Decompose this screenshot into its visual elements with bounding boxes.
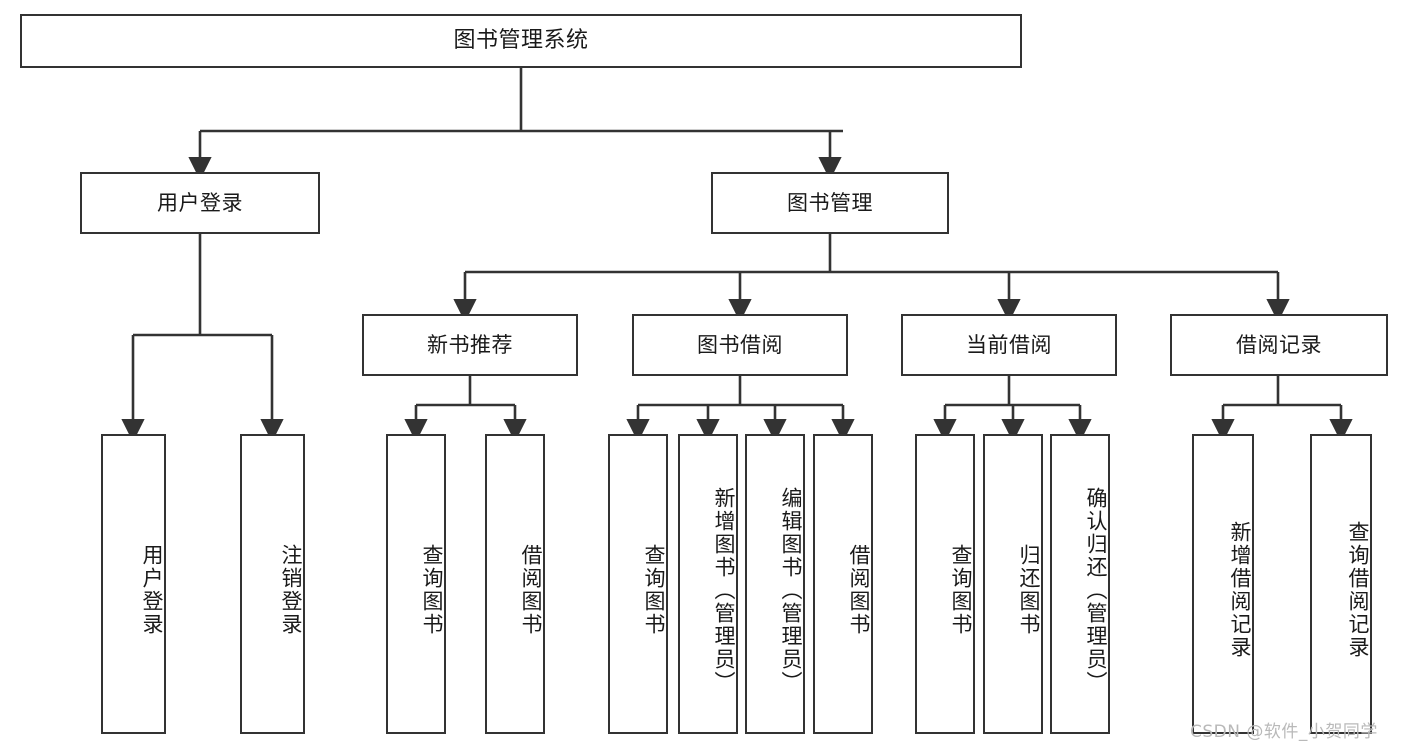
leaf-edit-book-admin[interactable]: 编辑图书（管理员）	[745, 434, 805, 734]
node-current-borrow[interactable]: 当前借阅	[901, 314, 1117, 376]
leaf-label: 查询图书	[949, 544, 973, 636]
leaf-label: 新增借阅记录	[1228, 521, 1252, 659]
node-book-borrow[interactable]: 图书借阅	[632, 314, 848, 376]
node-root[interactable]: 图书管理系统	[20, 14, 1022, 68]
leaf-label: 用户登录	[140, 544, 164, 636]
leaf-borrow-book[interactable]: 借阅图书	[813, 434, 873, 734]
leaf-label: 注销登录	[279, 544, 303, 636]
leaf-label: 新增图书（管理员）	[712, 486, 736, 694]
leaf-query-borrow-record[interactable]: 查询借阅记录	[1310, 434, 1372, 734]
node-book-management[interactable]: 图书管理	[711, 172, 949, 234]
node-user-login[interactable]: 用户登录	[80, 172, 320, 234]
leaf-add-book-admin[interactable]: 新增图书（管理员）	[678, 434, 738, 734]
leaf-label: 查询借阅记录	[1346, 521, 1370, 659]
leaf-query-book-current[interactable]: 查询图书	[915, 434, 975, 734]
leaf-query-book-newbook[interactable]: 查询图书	[386, 434, 446, 734]
leaf-label: 查询图书	[420, 544, 444, 636]
leaf-label: 确认归还（管理员）	[1084, 486, 1108, 694]
leaf-confirm-return-admin[interactable]: 确认归还（管理员）	[1050, 434, 1110, 734]
leaf-label: 查询图书	[642, 544, 666, 636]
leaf-logout[interactable]: 注销登录	[240, 434, 305, 734]
leaf-label: 归还图书	[1017, 544, 1041, 636]
leaf-query-book-borrow[interactable]: 查询图书	[608, 434, 668, 734]
leaf-return-book[interactable]: 归还图书	[983, 434, 1043, 734]
leaf-user-login[interactable]: 用户登录	[101, 434, 166, 734]
leaf-label: 借阅图书	[519, 544, 543, 636]
node-borrow-record[interactable]: 借阅记录	[1170, 314, 1388, 376]
node-new-book-recommend[interactable]: 新书推荐	[362, 314, 578, 376]
leaf-add-borrow-record[interactable]: 新增借阅记录	[1192, 434, 1254, 734]
leaf-label: 编辑图书（管理员）	[779, 486, 803, 694]
leaf-label: 借阅图书	[847, 544, 871, 636]
leaf-borrow-book-newbook[interactable]: 借阅图书	[485, 434, 545, 734]
